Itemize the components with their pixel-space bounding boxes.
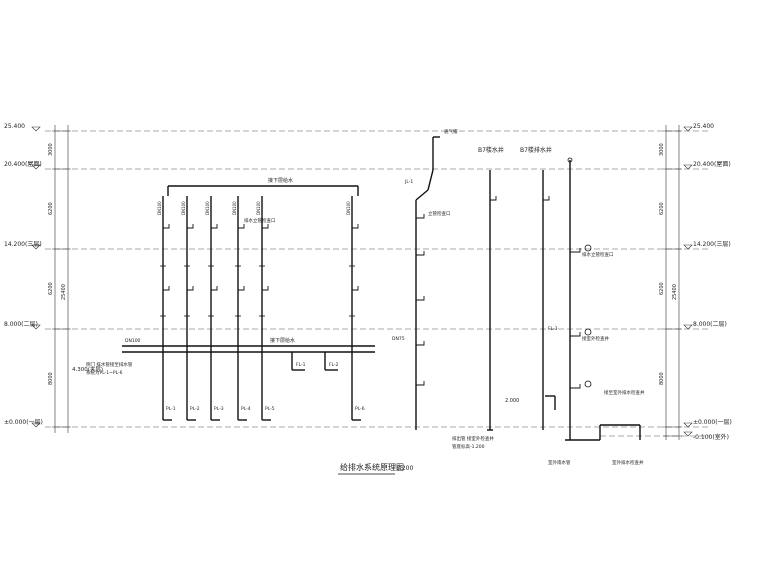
left-system-pipes: [122, 185, 375, 421]
label-pipe-mid: 接下层给水: [270, 337, 295, 344]
label-legend-b: DN75: [392, 336, 405, 342]
branch-tag: DN100: [205, 201, 210, 215]
elev-floor2-right: 8.000(二层): [693, 321, 727, 328]
riser-tag: PL-6: [355, 406, 365, 412]
dim-right-6200: 6200: [659, 202, 665, 215]
elev-roof-right: 20.400(屋面): [693, 161, 731, 168]
elev-outdoor-right: -0.100(室外): [693, 433, 729, 441]
elev-roof-top-right: 25.400: [693, 123, 714, 130]
label-bottom-note1: 室外雨水管: [548, 459, 571, 466]
left-dimension-lines: [52, 125, 71, 433]
branch-stubs: [163, 224, 359, 291]
middle-system-pipes: [415, 136, 641, 441]
elev-roof: 20.400(屋面): [4, 161, 42, 168]
riser-tag: PL-1: [166, 406, 176, 412]
branch-tag: DN100: [181, 201, 186, 215]
label-bottom-left-note: 排出管 接室外检查井: [452, 435, 494, 442]
label-legend-a: DN100: [125, 338, 141, 344]
label-tank-note2: B7楼排水井: [520, 146, 552, 154]
elevation-lines: [45, 130, 710, 437]
dim-left-8000: 8000: [48, 372, 54, 385]
elev-floor3-right: 14.200(三层): [693, 241, 731, 248]
drawing-scale: 1:200: [396, 465, 413, 472]
small-riser-tag: FL-3: [548, 326, 558, 332]
label-bottom-left-note2: 管底标高-1.200: [452, 443, 485, 450]
branch-tag: DN100: [232, 201, 237, 215]
dim-left-6200b: 6200: [48, 282, 54, 295]
elevation-markers: [31, 126, 693, 437]
label-note-a: 排水立管检查口: [244, 217, 276, 224]
riser-tag: PL-3: [214, 406, 224, 412]
riser-tag: PL-2: [190, 406, 200, 412]
label-left-note: 侧门 排水管接至排水管: [86, 361, 133, 368]
drawing-title: 给排水系统原理图: [340, 462, 404, 472]
label-bottom-note2: 室外排水检查井: [612, 459, 644, 466]
elev-ground: ±0.000(一层): [4, 419, 43, 426]
dim-2000: 2.000: [505, 398, 519, 404]
label-note-b: 立管检查口: [428, 210, 451, 217]
label-riser-ref: JL-1: [404, 179, 413, 185]
valve-marks: [160, 265, 355, 317]
dim-left-6200: 6200: [48, 202, 54, 215]
small-riser-tag: FL-2: [329, 362, 339, 368]
elev-floor3: 14.200(三层): [4, 241, 42, 248]
label-pipe-top: 接下层给水: [268, 177, 293, 184]
elev-roof-top: 25.400: [4, 123, 25, 130]
riser-tag: PL-5: [265, 406, 275, 412]
label-note-c: 排水立管检查口: [582, 251, 614, 258]
label-left-note2: 系统为PL-1~PL-6: [86, 369, 123, 376]
middle-branch-stubs: [416, 196, 581, 389]
dim-right-3000: 3000: [659, 143, 665, 156]
label-note-d: 接至室外排水检查井: [604, 389, 645, 396]
label-tank-note: B7楼水井: [478, 146, 504, 154]
dim-right-6200b: 6200: [659, 282, 665, 295]
label-note-e: 接室外检查井: [582, 335, 609, 342]
dim-left-3000: 3000: [48, 143, 54, 156]
dim-right-25400: 25400: [672, 284, 678, 300]
elev-ground-right: ±0.000(一层): [693, 419, 732, 426]
elev-floor2: 8.000(二层): [4, 321, 38, 328]
fixture-symbols: [567, 157, 592, 388]
small-riser-tag: FL-1: [296, 362, 306, 368]
branch-tag: DN100: [256, 201, 261, 215]
branch-tag: DN100: [346, 201, 351, 215]
dim-right-8000: 8000: [659, 372, 665, 385]
riser-tag: PL-4: [241, 406, 251, 412]
label-top-cap: 通气帽: [444, 128, 458, 135]
right-dimension-lines: [663, 125, 682, 440]
elev-left-mid: 4.300(夹层): [72, 365, 103, 373]
branch-tag: DN100: [157, 201, 162, 215]
dim-left-25400: 25400: [61, 284, 67, 300]
